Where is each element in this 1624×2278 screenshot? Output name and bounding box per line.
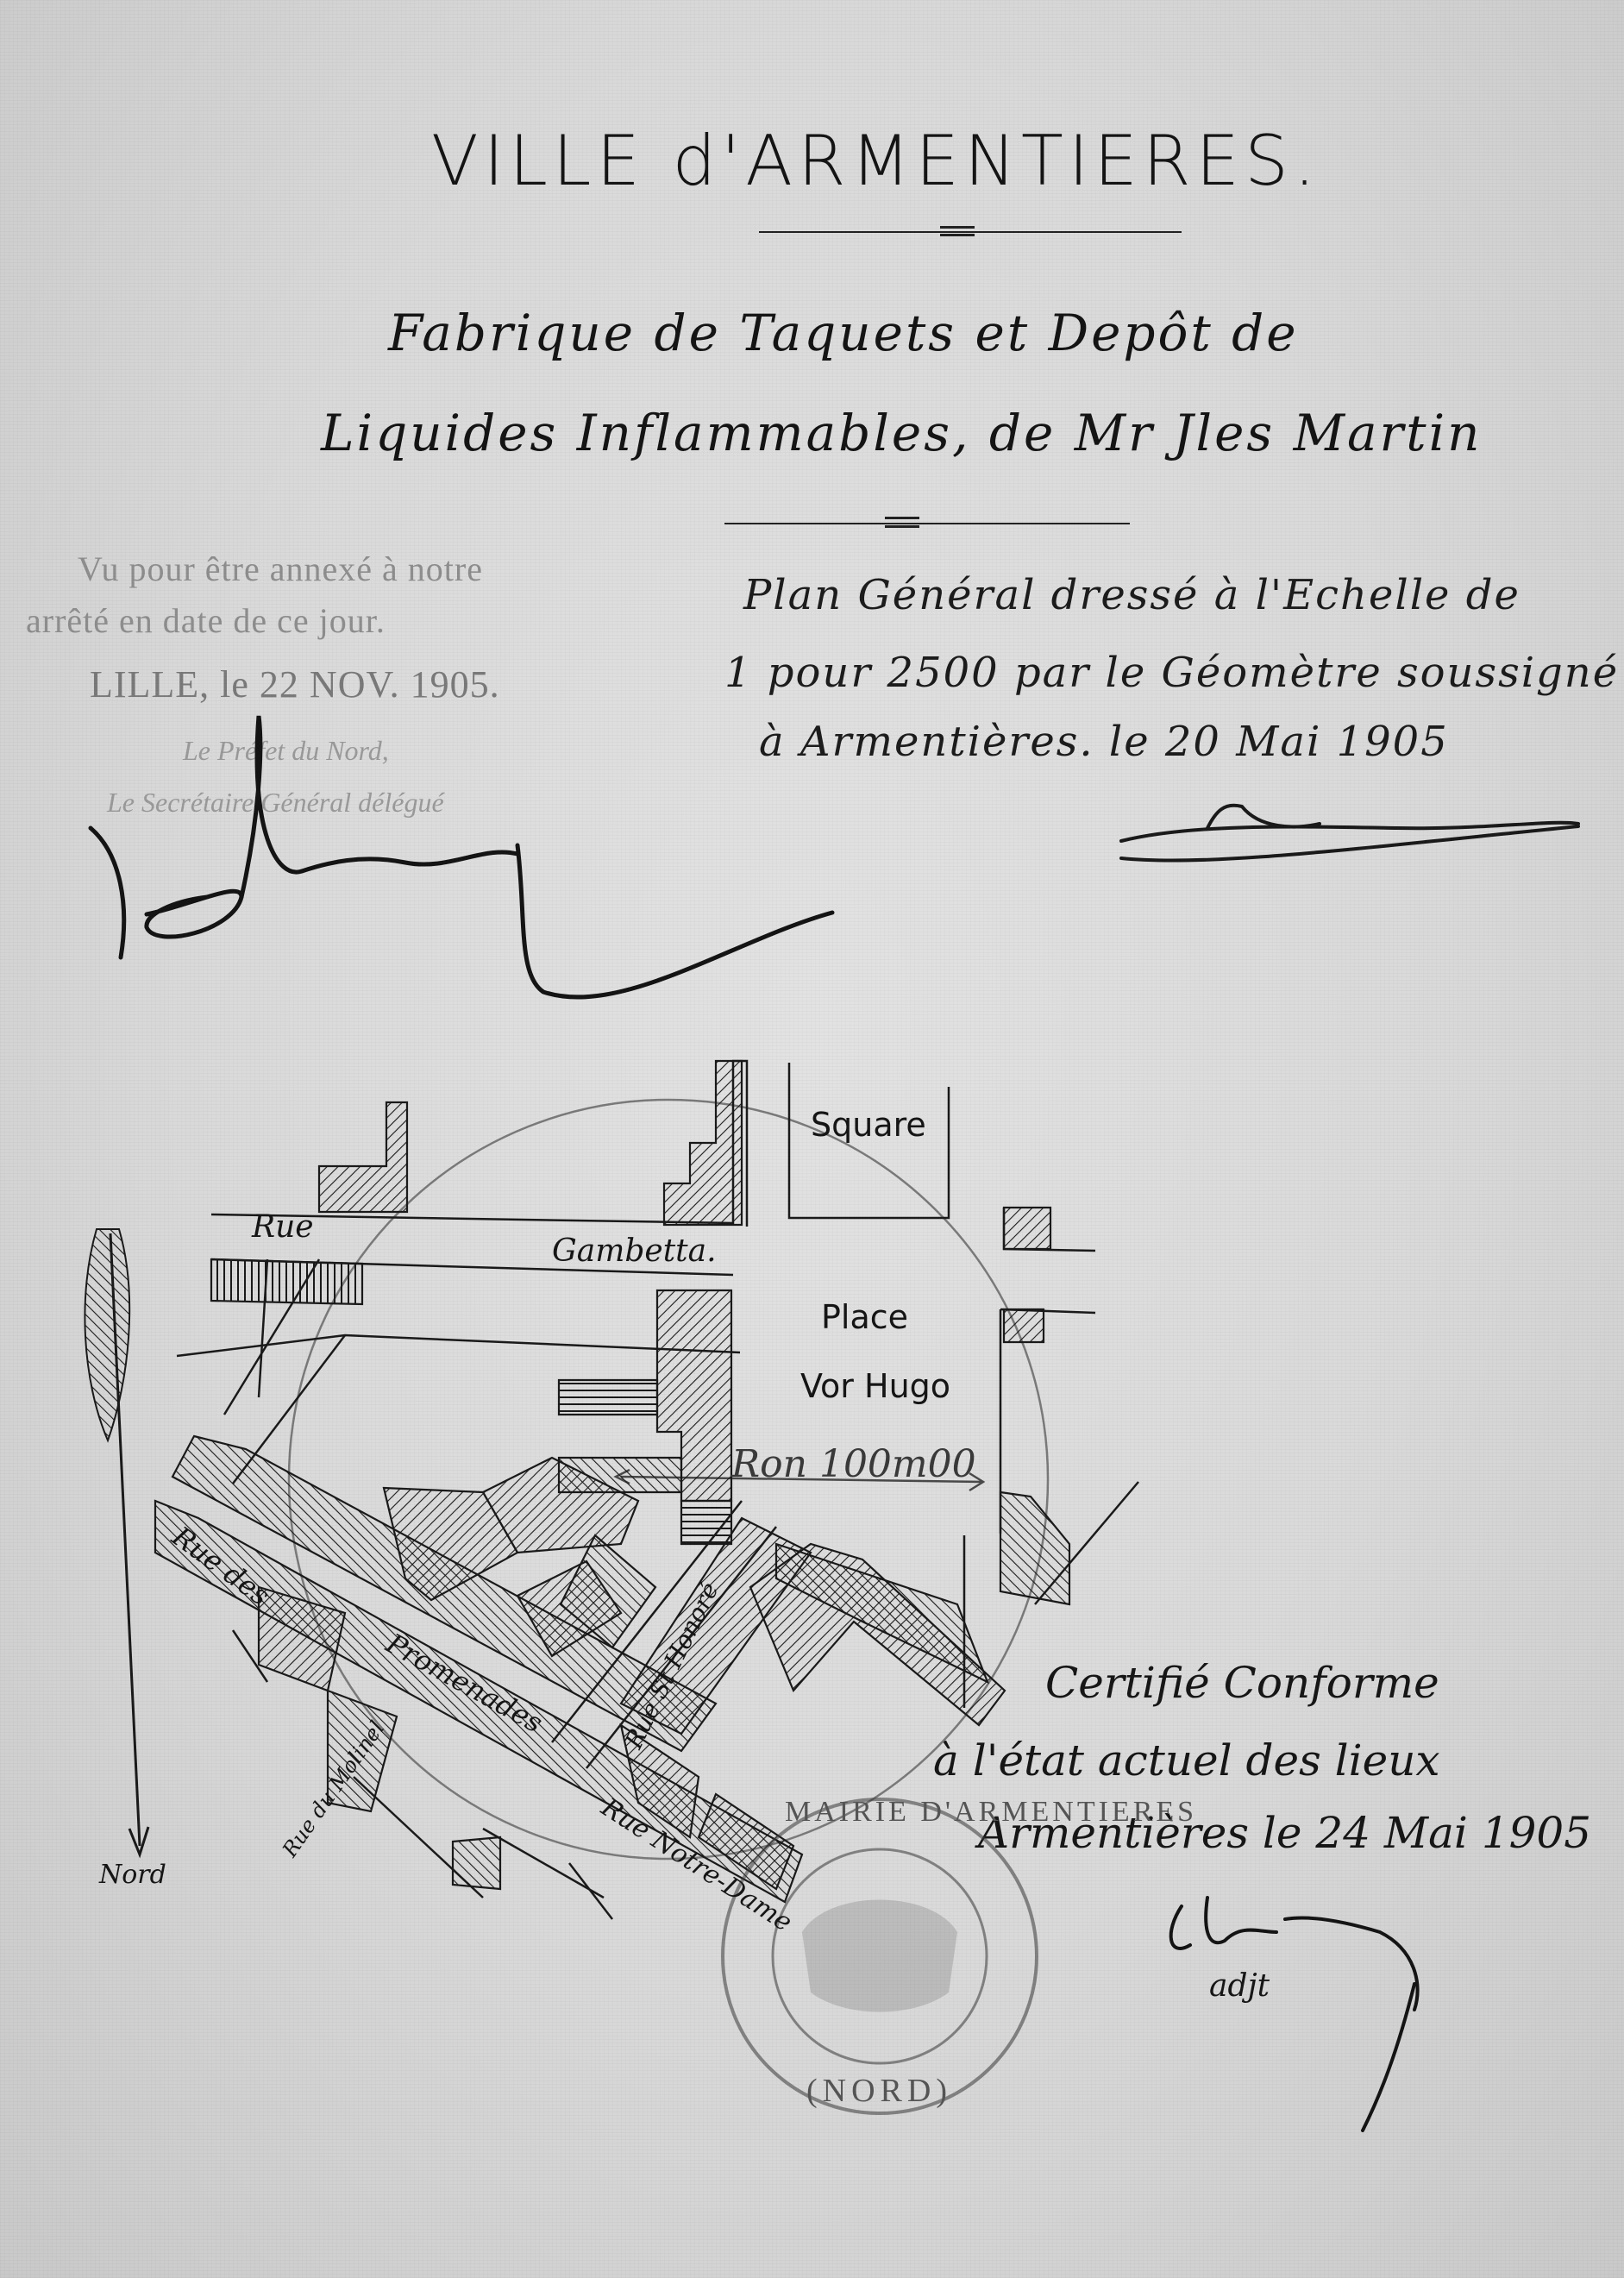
prefecture-stamp-line-1: Vu pour être annexé à notre [78,549,483,588]
subtitle-rule [724,523,1130,524]
prefect-signature [88,715,835,1000]
certification-line-2: à l'état actuel des lieux [933,1735,1440,1785]
label-place-line-1: Place [821,1298,909,1336]
north-arrow [84,1228,150,1859]
plan-note-line-3: à Armentières. le 20 Mai 1905 [759,718,1449,766]
prefecture-stamp-line-4: Le Préfet du Nord, [183,735,389,766]
certification-line-1: Certifié Conforme [1045,1658,1439,1708]
subtitle-rule-mark [885,517,919,528]
label-radius: Ron 100m00 [731,1442,976,1486]
hatched-buildings [154,1059,1071,1904]
mayor-signature [1169,1896,1420,2132]
label-north: Nord [99,1860,166,1890]
subtitle-line-1: Fabrique de Taquets et Depôt de [388,304,1299,362]
geometer-signature [1119,803,1580,863]
plan-note-line-1: Plan Général dressé à l'Echelle de [743,571,1521,619]
subtitle-line-2: Liquides Inflammables, de Mr Jles Martin [321,404,1483,462]
prefecture-stamp-line-3: LILLE, le 22 NOV. 1905. [90,663,500,706]
label-rue: Rue [252,1209,314,1245]
radius-arrow-head [969,1472,986,1492]
label-square: Square [811,1106,926,1144]
mayor-signature-title: adjt [1209,1968,1270,2004]
plan-note-line-2: 1 pour 2500 par le Géomètre soussigné [724,649,1620,697]
prefecture-stamp-line-2: arrêté en date de ce jour. [26,601,386,640]
label-gambetta: Gambetta. [552,1233,717,1269]
mayor-seal-text-top: MAIRIE D'ARMENTIERES [785,1796,1198,1828]
prefecture-stamp-line-5: Le Secrétaire Général délégué [107,787,444,818]
mayor-seal [721,1798,1038,2115]
document-title: VILLE d'ARMENTIERES. [431,121,1321,201]
certification-line-3: Armentières le 24 Mai 1905 [978,1808,1592,1858]
label-place-line-2: Vor Hugo [800,1367,951,1405]
mayor-seal-text-bottom: (NORD) [806,2073,952,2109]
title-double-rule [759,231,1182,233]
title-rule-mark [940,226,975,236]
